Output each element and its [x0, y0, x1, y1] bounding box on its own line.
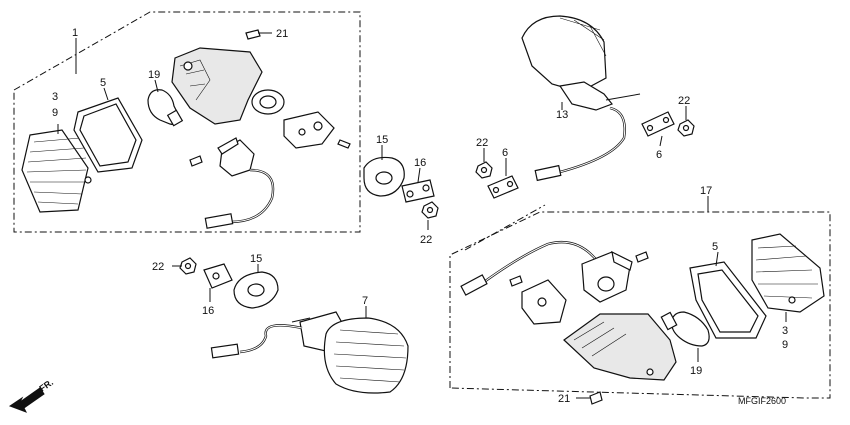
callout-9-tl: 9 [52, 107, 58, 119]
plate-6-c [487, 175, 519, 199]
plate-16-bl [203, 263, 233, 289]
callout-13: 13 [556, 109, 568, 121]
wire-br [460, 240, 599, 296]
callout-15-mid: 15 [376, 134, 388, 146]
callout-9-br: 9 [782, 339, 788, 351]
callout-3-br: 3 [782, 325, 788, 337]
rubber-mount-mid [363, 156, 405, 197]
signal-13 [521, 15, 641, 182]
callout-21-tl: 21 [276, 28, 288, 40]
lens-br [751, 233, 825, 313]
wire-top-left [204, 168, 275, 229]
front-direction-marker: FR. [8, 377, 55, 413]
callout-19-tl: 19 [148, 69, 160, 81]
lens-top-left [21, 129, 92, 213]
socket-top-left [217, 137, 255, 177]
plate-6-tr [641, 111, 675, 137]
gasket-br [689, 261, 767, 339]
callout-3-tl: 3 [52, 91, 58, 103]
leader-lines [57, 38, 787, 362]
screws-br [509, 251, 649, 405]
callout-22-c: 22 [476, 137, 488, 149]
callout-7: 7 [362, 295, 368, 307]
callout-5-br: 5 [712, 241, 718, 253]
callout-15-bl: 15 [250, 253, 262, 265]
nut-22-tr [677, 119, 695, 137]
housing-top-left [171, 47, 285, 125]
callouts: 1 3 9 5 19 21 15 16 22 13 22 6 22 6 22 1… [52, 27, 788, 405]
callout-5-tl: 5 [100, 77, 106, 89]
callout-6-c: 6 [502, 147, 508, 159]
callout-17: 17 [700, 185, 712, 197]
callout-1: 1 [72, 27, 78, 39]
rubber-15-bl [233, 271, 279, 309]
callout-19-br: 19 [690, 365, 702, 377]
diagram-code: MFGIF2600 [738, 396, 786, 406]
mount-top-left [283, 111, 335, 149]
gasket-top-left [73, 97, 143, 173]
bulb-br [660, 311, 710, 347]
screw-top-left [189, 139, 351, 167]
bulb-top-left [147, 89, 184, 127]
callout-21-br: 21 [558, 393, 570, 405]
screw-21-top [245, 29, 272, 40]
callout-22-tr: 22 [678, 95, 690, 107]
connector-boundary [464, 204, 546, 251]
socket-br [581, 250, 633, 303]
nut-22-c [475, 161, 493, 179]
front-arrow-icon [8, 387, 45, 413]
callout-16-bl: 16 [202, 305, 214, 317]
callout-6-tr: 6 [656, 149, 662, 161]
plate-mid [401, 179, 435, 203]
group-1-boundary [13, 11, 361, 233]
nut-mid [421, 201, 439, 219]
mount-br [521, 279, 567, 325]
callout-22-bl: 22 [152, 261, 164, 273]
nut-22-bl [179, 257, 197, 275]
signal-7 [210, 311, 409, 394]
callout-22-mid: 22 [420, 234, 432, 246]
housing-br [563, 313, 677, 381]
callout-16-mid: 16 [414, 157, 426, 169]
